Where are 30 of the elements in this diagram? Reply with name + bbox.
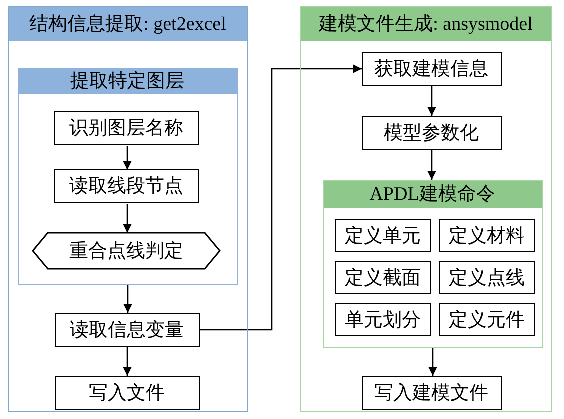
arrow xyxy=(122,347,132,376)
process-box: 定义点线 xyxy=(439,261,535,294)
process-box: 模型参数化 xyxy=(362,116,502,150)
arrow xyxy=(428,348,438,376)
arrow xyxy=(122,146,132,170)
process-box: 定义单元 xyxy=(335,219,431,252)
process-box: 写入建模文件 xyxy=(362,376,502,410)
group-panel xyxy=(322,180,542,348)
process-box: 定义元件 xyxy=(439,303,535,336)
panel xyxy=(300,6,552,412)
arrow xyxy=(122,204,132,233)
process-box: 获取建模信息 xyxy=(362,52,502,86)
arrow xyxy=(427,150,437,180)
arrow xyxy=(123,285,133,313)
arrow xyxy=(427,86,437,116)
panel-heading: 提取特定图层 xyxy=(18,68,236,94)
process-box: 定义材料 xyxy=(439,219,535,252)
arrow xyxy=(200,64,362,331)
group-panel xyxy=(18,68,238,284)
process-box: 单元划分 xyxy=(335,303,431,336)
process-box: 定义截面 xyxy=(335,261,431,294)
decision-label: 重合点线判定 xyxy=(70,240,184,264)
panel xyxy=(8,6,248,412)
process-box: 识别图层名称 xyxy=(54,111,199,145)
panel-heading: 建模文件生成: ansysmodel xyxy=(301,7,551,41)
process-box: 写入文件 xyxy=(54,376,200,410)
process-box: 读取信息变量 xyxy=(54,312,200,346)
panel-heading: 结构信息提取: get2excel xyxy=(9,7,247,41)
panel-heading: APDL建模命令 xyxy=(324,180,542,208)
process-box: 读取线段节点 xyxy=(54,169,199,203)
